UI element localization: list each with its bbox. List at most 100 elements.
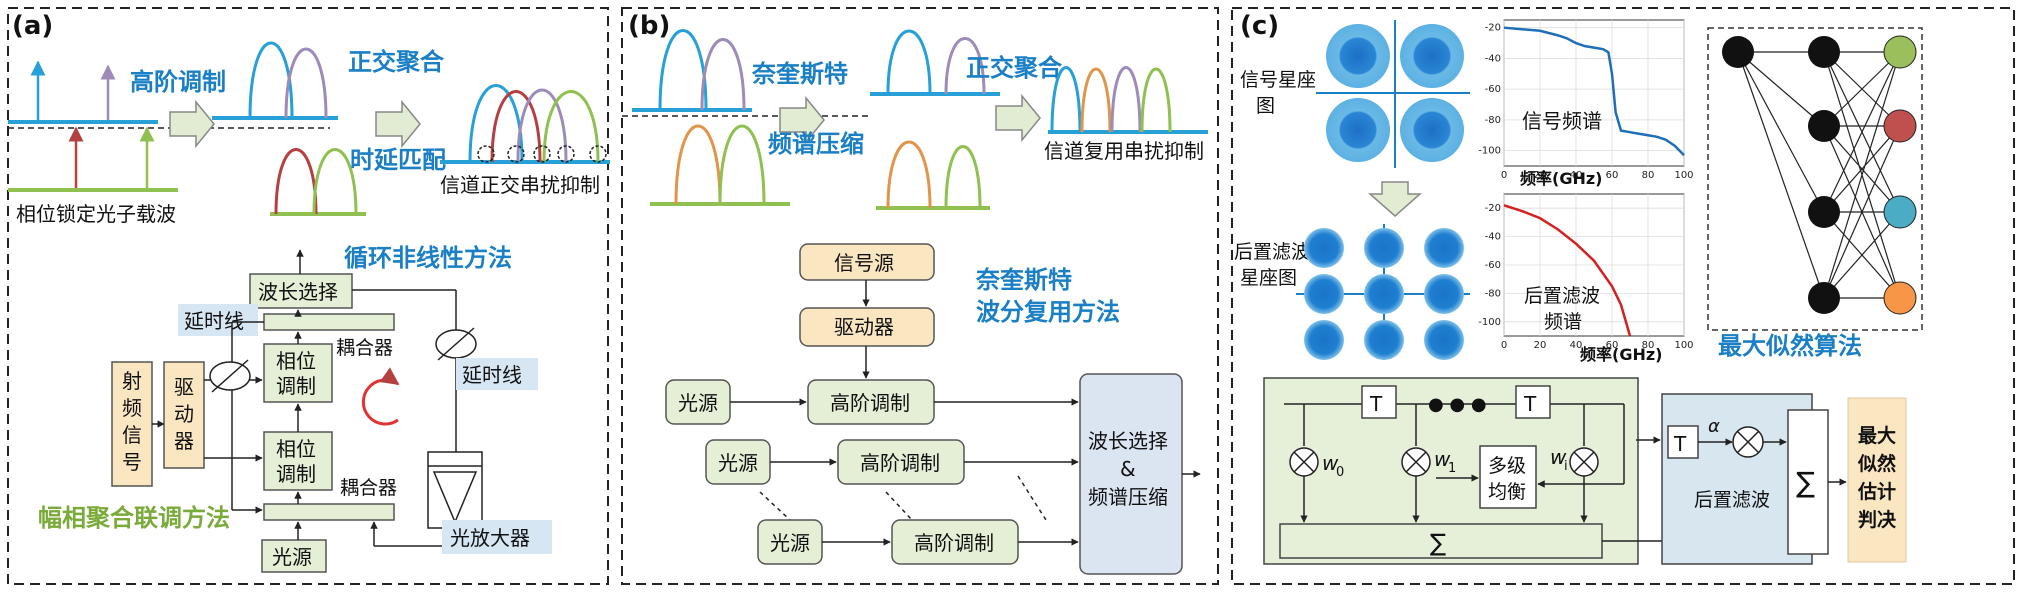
phase-mod-box-1 bbox=[263, 343, 333, 403]
delay-line-text-a2: 延时线 bbox=[462, 363, 522, 387]
amplifier-text: 光放大器 bbox=[450, 526, 530, 550]
signal-spectrum-xtick-1: 20 bbox=[1534, 170, 1547, 181]
attenuator-left-slash bbox=[211, 359, 249, 393]
nn-hidden-node-2 bbox=[1808, 196, 1840, 228]
rf-char-1: 射 bbox=[122, 369, 142, 393]
post-const-1: 后置滤波 bbox=[1234, 241, 1310, 263]
loop-method-text: 循环非线性方法 bbox=[344, 244, 512, 272]
purple-spectrum-a bbox=[284, 47, 328, 119]
agg-green bbox=[542, 90, 600, 163]
block-arrow-b2 bbox=[995, 93, 1041, 143]
panel-b: (b) 奈奎斯特 频谱压缩 正交聚合 信道复用串扰抑制 信号源 驱动器 奈奎斯特 bbox=[621, 7, 1219, 585]
post-filter-spectrum-ytick-1: -40 bbox=[1485, 232, 1501, 243]
nn-output-node-1 bbox=[1883, 109, 1917, 143]
b-c-purple bbox=[944, 37, 986, 95]
ml-decision-box bbox=[1847, 397, 1907, 563]
drv-char-1: 驱 bbox=[174, 375, 194, 399]
post-filter-constellation bbox=[1296, 224, 1470, 360]
nn-input-node bbox=[1722, 36, 1754, 68]
signal-spectrum-xtick-3: 60 bbox=[1606, 170, 1619, 181]
phase-mod-2-line1: 相位 bbox=[276, 437, 316, 461]
w0-label: w bbox=[1322, 451, 1339, 475]
ml-dec-1: 最大 bbox=[1858, 424, 1896, 447]
m0-x2 bbox=[1293, 451, 1315, 473]
nn-output-node-3 bbox=[1883, 281, 1917, 315]
xtalk-circle-2 bbox=[507, 145, 525, 163]
post-filter-spectrum-xtick-2: 40 bbox=[1570, 340, 1583, 351]
ch-ortho-xtalk-text: 信道正交串扰抑制 bbox=[440, 173, 600, 197]
nn-edge-1 bbox=[1737, 51, 1825, 127]
nyquist-method-line1: 奈奎斯特 bbox=[975, 266, 1072, 294]
panel-b-label: (b) bbox=[628, 11, 670, 41]
phase-mod-1-line1: 相位 bbox=[276, 349, 316, 373]
driver-box-a bbox=[163, 361, 205, 469]
delay-T-1 bbox=[1361, 385, 1397, 419]
block-arrow-a2 bbox=[375, 99, 421, 149]
nn-hidden-node-1 bbox=[1808, 110, 1840, 142]
coupler-top bbox=[263, 313, 395, 331]
phase-mod-1-line2: 调制 bbox=[276, 374, 316, 398]
wavelength-select-box bbox=[249, 273, 353, 309]
sum-post: ∑ bbox=[1796, 466, 1815, 499]
high-mod-b2-text: 高阶调制 bbox=[860, 451, 940, 475]
xtalk-circle-5 bbox=[589, 145, 607, 163]
block-arrow-a1 bbox=[169, 99, 215, 149]
nn-hidden-node-0 bbox=[1808, 36, 1840, 68]
signal-source-text: 信号源 bbox=[834, 251, 894, 275]
signal-spectrum-ytick-2: -60 bbox=[1485, 84, 1501, 95]
nyquist-method-line2: 波分复用方法 bbox=[976, 298, 1120, 326]
panel-b-border bbox=[621, 7, 1219, 585]
signal-spectrum-xtick-0: 0 bbox=[1501, 170, 1507, 181]
signal-spectrum-ytick-3: -80 bbox=[1485, 115, 1501, 126]
nn-border bbox=[1707, 27, 1923, 331]
ml-algo-text: 最大似然算法 bbox=[1718, 332, 1862, 360]
post-filter-spectrum-xtick-0: 0 bbox=[1501, 340, 1507, 351]
constellation-point-2 bbox=[1424, 228, 1464, 268]
high-order-mod-text-a: 高阶调制 bbox=[130, 68, 226, 96]
spectrum-compress-text: 频谱压缩 bbox=[768, 130, 864, 158]
const-big-2 bbox=[1400, 24, 1464, 88]
delay-T-2 bbox=[1515, 385, 1551, 419]
sum-box-eq bbox=[1279, 523, 1603, 559]
mp-x2 bbox=[1736, 430, 1760, 454]
orthogonal-agg-text-b: 正交聚合 bbox=[966, 54, 1063, 82]
nn-edge-13 bbox=[1823, 125, 1901, 213]
amp-phase-method-text: 幅相聚合联调方法 bbox=[38, 504, 230, 532]
phase-lock-text: 相位锁定光子载波 bbox=[16, 202, 176, 226]
xtalk-circle-4 bbox=[557, 145, 575, 163]
nn-edge-16 bbox=[1823, 51, 1901, 299]
dots-text: ● ● ● bbox=[1428, 394, 1487, 415]
sig-spectrum-label: 信号频谱 bbox=[1522, 109, 1602, 133]
signal-spectrum-xtick-5: 100 bbox=[1674, 170, 1693, 181]
drv-char-3: 器 bbox=[174, 429, 194, 453]
ws-line3: 频谱压缩 bbox=[1088, 485, 1168, 509]
alpha-label: α bbox=[1708, 416, 1720, 437]
b-dots-1 bbox=[759, 491, 791, 521]
delay-match-text: 时延匹配 bbox=[350, 146, 446, 174]
wi-sub: i bbox=[1564, 459, 1568, 474]
nn-output-node-0 bbox=[1883, 35, 1917, 69]
phase-mod-box-2 bbox=[263, 431, 333, 491]
T-2: T bbox=[1523, 392, 1537, 416]
const-big-4 bbox=[1400, 98, 1464, 162]
driver-box-b bbox=[799, 307, 935, 347]
b-c-orange bbox=[886, 140, 932, 209]
b-c-green bbox=[944, 145, 982, 209]
orthogonal-agg-text-a: 正交聚合 bbox=[348, 48, 445, 76]
nn-edge-17 bbox=[1823, 125, 1901, 299]
post-const-2: 星座图 bbox=[1240, 267, 1297, 289]
agg-purple bbox=[516, 88, 568, 163]
panel-a-border bbox=[7, 7, 609, 585]
ch-mux-xtalk-text: 信道复用串扰抑制 bbox=[1044, 139, 1204, 163]
amplifier-box bbox=[427, 451, 483, 529]
b-purple-spec bbox=[700, 38, 746, 111]
delay-line-label-bg bbox=[178, 304, 258, 336]
sum-box-post bbox=[1787, 409, 1829, 555]
multi-eq-box bbox=[1479, 445, 1537, 509]
nn-edge-2 bbox=[1737, 51, 1825, 213]
driver-text-b: 驱动器 bbox=[834, 315, 894, 339]
light-source-text-a: 光源 bbox=[272, 545, 312, 569]
